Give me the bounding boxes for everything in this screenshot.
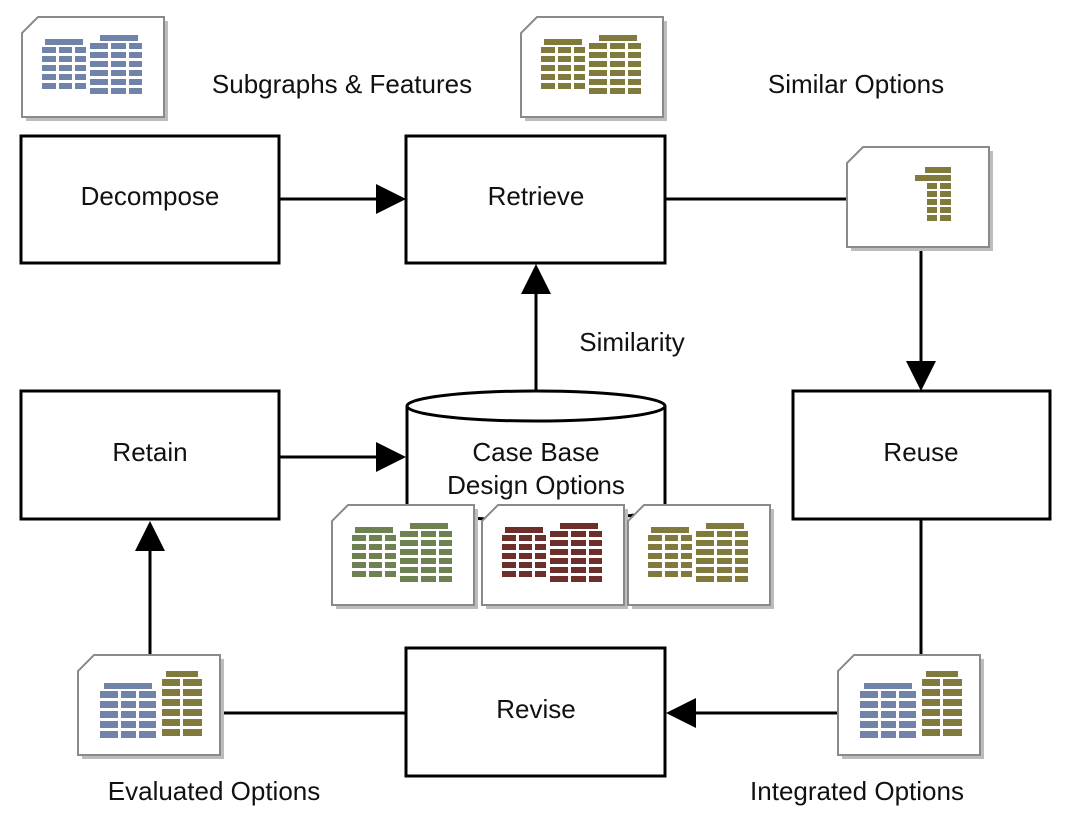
evaluated-options-label: Evaluated Options [108,776,320,806]
building-icon-case-green [331,504,478,609]
building-icon-case-red [481,504,628,609]
building-icon-retrieved [846,146,993,251]
building-icon-evaluated [77,654,224,759]
revise-node: Revise [404,646,667,778]
case-base-cylinder: Case Base Design Options [405,389,667,522]
decompose-node: Decompose [19,134,281,265]
retain-node: Retain [19,389,281,521]
retain-label: Retain [112,437,187,467]
case-base-label-line1: Case Base [472,437,599,467]
revise-label: Revise [496,694,575,724]
building-icon-case-olive [627,504,774,609]
building-icon-integrated [837,654,984,759]
reuse-label: Reuse [883,437,958,467]
case-base-label-line2: Design Options [447,470,625,500]
decompose-label: Decompose [81,181,220,211]
similar-options-label: Similar Options [768,69,944,99]
similarity-label: Similarity [579,327,684,357]
retrieve-label: Retrieve [488,181,585,211]
subgraphs-features-label: Subgraphs & Features [212,69,472,99]
building-icon-subgraphs [21,16,168,121]
reuse-node: Reuse [791,389,1052,521]
retrieve-node: Retrieve [404,134,667,265]
integrated-options-label: Integrated Options [750,776,964,806]
building-icon-similar [520,16,667,121]
